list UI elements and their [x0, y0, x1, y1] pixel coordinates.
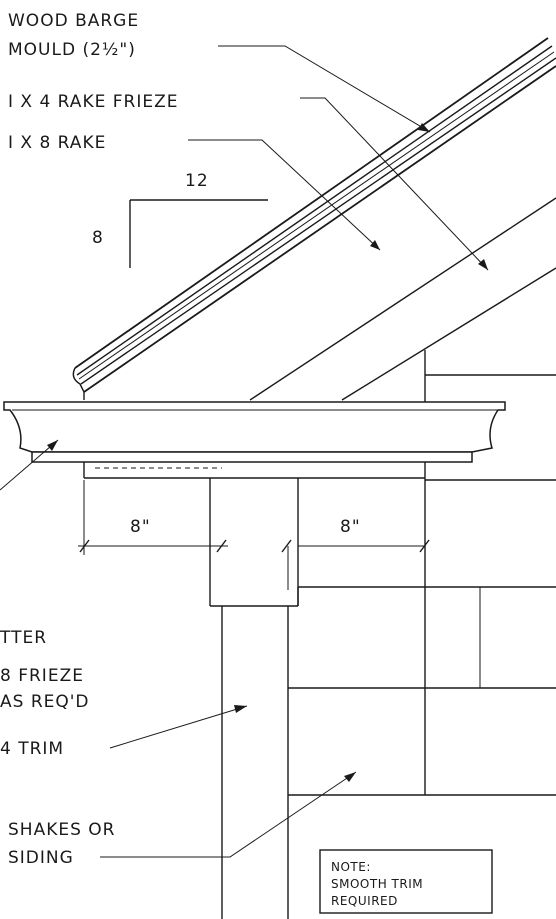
note-line-2: SMOOTH TRIM [331, 877, 423, 891]
barge-mould [72, 37, 556, 400]
label-shakes-line1: SHAKES OR [8, 820, 115, 840]
note-box: NOTE: SMOOTH TRIM REQUIRED [319, 849, 493, 914]
label-slope-run: 12 [185, 171, 209, 191]
label-rake: I X 8 RAKE [8, 133, 106, 153]
label-rake-frieze: I X 4 RAKE FRIEZE [8, 92, 178, 112]
label-dimension-right: 8" [340, 517, 361, 537]
wall-siding [288, 350, 556, 796]
dimension-lines [78, 480, 430, 606]
note-title: NOTE: [331, 860, 371, 874]
note-line-3: REQUIRED [331, 894, 398, 908]
leader-lines [0, 45, 489, 858]
rake-boards [249, 197, 556, 401]
slope-indicator [129, 199, 268, 268]
label-frieze-line2: AS REQ'D [0, 692, 90, 712]
label-barge-mould-line1: WOOD BARGE [8, 11, 139, 31]
label-frieze-line1: 8 FRIEZE [0, 666, 84, 686]
label-barge-mould-line2: MOULD (2½") [8, 40, 136, 60]
label-dimension-left: 8" [130, 517, 151, 537]
label-slope-rise: 8 [92, 228, 104, 248]
label-trim: 4 TRIM [0, 739, 64, 759]
label-shakes-line2: SIDING [8, 848, 74, 868]
cornice-moulding [3, 401, 506, 479]
label-gutter: TTER [0, 628, 47, 648]
